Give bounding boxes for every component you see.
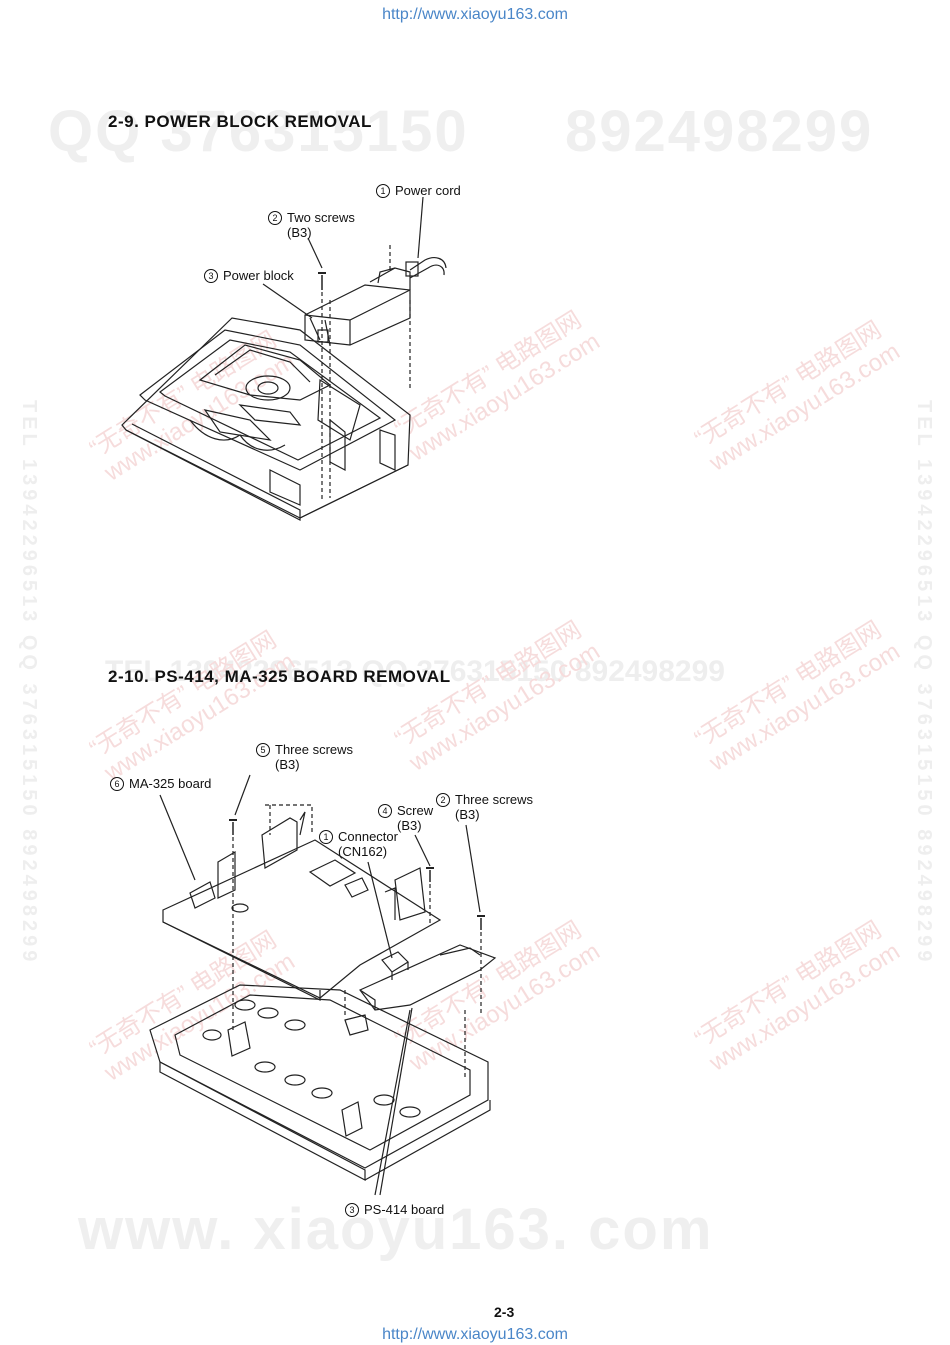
header-url-link[interactable]: http://www.xiaoyu163.com — [382, 6, 568, 23]
footer-url-link[interactable]: http://www.xiaoyu163.com — [382, 1326, 568, 1343]
section-title-power-block: 2-9. POWER BLOCK REMOVAL — [108, 112, 372, 131]
page-number: 2-3 — [494, 1304, 515, 1320]
watermark-qq-mid: TEL 13942296513 QQ 376315150 892498299 — [105, 655, 725, 688]
watermark-qq-top-right: 892498299 — [565, 99, 874, 164]
watermark-qq-top: QQ 376315150 — [48, 99, 469, 164]
section-title-board-removal: 2-10. PS-414, MA-325 BOARD REMOVAL — [108, 667, 451, 686]
watermark-bottom: www. xiaoyu163. com — [78, 1197, 714, 1262]
